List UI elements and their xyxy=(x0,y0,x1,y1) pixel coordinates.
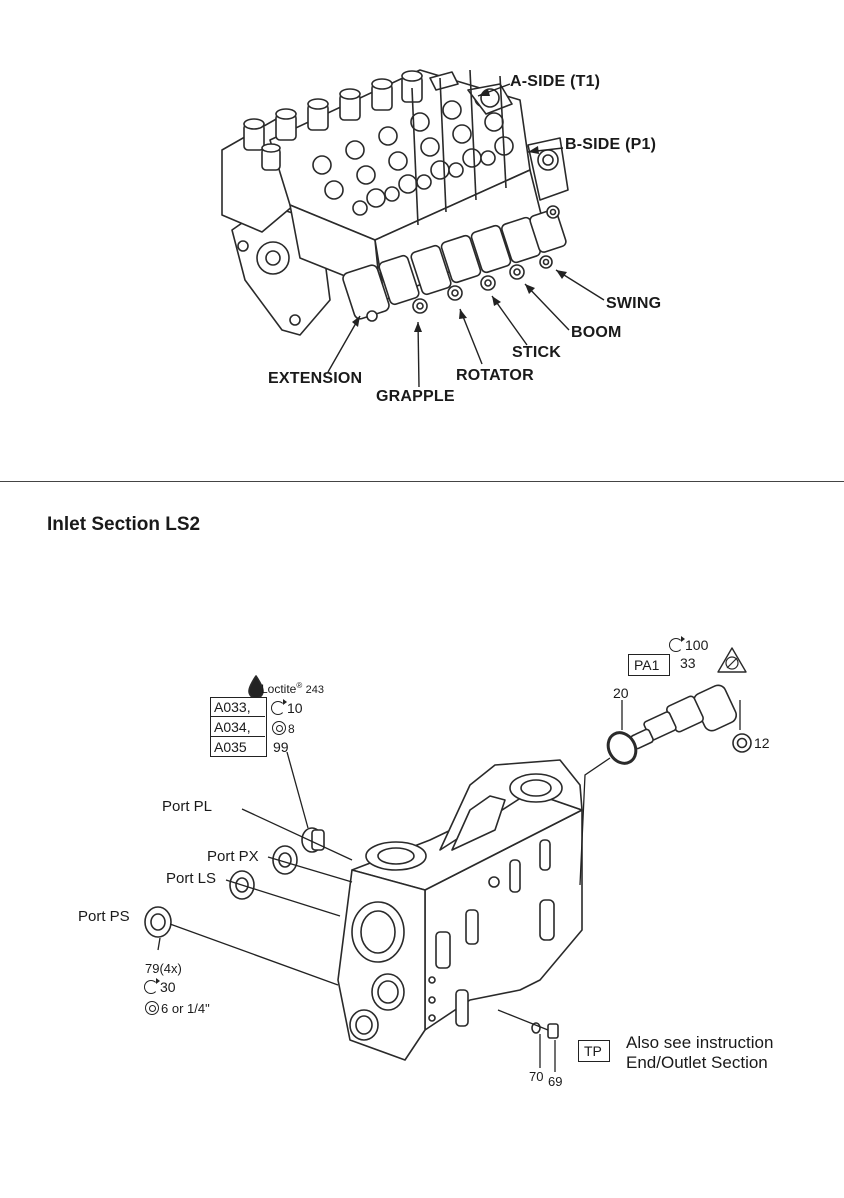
torque-icon xyxy=(144,978,160,994)
ps-torque: 30 xyxy=(144,978,176,994)
code-box-divider xyxy=(210,736,265,737)
port-pl-label: Port PL xyxy=(162,798,213,815)
callout-stick: STICK xyxy=(512,344,561,361)
tp-label: TP xyxy=(584,1043,602,1059)
callout-b-side: B-SIDE (P1) xyxy=(565,136,657,153)
code-part-number: 99 xyxy=(273,739,289,755)
section-divider xyxy=(0,481,844,482)
seal-ring-icon xyxy=(145,1001,159,1015)
port-px-label: Port PX xyxy=(207,848,259,865)
code-item: A033, xyxy=(214,699,251,715)
code-torque: 10 xyxy=(271,699,303,715)
tp-part-number: 70 xyxy=(529,1069,544,1084)
port-ps-label: Port PS xyxy=(78,908,130,925)
pa1-box xyxy=(628,654,670,676)
pa1-torque: 100 xyxy=(669,636,708,652)
note-line-1: Also see instruction xyxy=(626,1033,774,1052)
torque-icon xyxy=(669,636,685,652)
code-item: A034, xyxy=(214,719,251,735)
callout-extension: EXTENSION xyxy=(268,370,363,387)
loctite-label: Loctite® 243 xyxy=(261,681,324,696)
oring-part-number: 20 xyxy=(613,685,629,701)
valve-assembly-illustration xyxy=(221,69,605,388)
note-line-2: End/Outlet Section xyxy=(626,1053,768,1072)
code-box xyxy=(210,697,267,757)
code-item: A035 xyxy=(214,739,247,755)
tp-part-number: 69 xyxy=(548,1074,563,1089)
callout-a-side: A-SIDE (T1) xyxy=(510,73,601,90)
torque-icon xyxy=(271,699,287,715)
seal-12-number: 12 xyxy=(754,735,770,751)
code-seal: 8 xyxy=(272,721,295,735)
callout-grapple: GRAPPLE xyxy=(376,388,455,405)
ps-part-number: 79(4x) xyxy=(145,961,182,976)
pa1-label: PA1 xyxy=(634,657,660,673)
section-title: Inlet Section LS2 xyxy=(47,514,201,535)
ps-seal: 6 or 1/4" xyxy=(145,1001,210,1015)
seal-ring-icon xyxy=(272,721,286,735)
inlet-section-illustration xyxy=(144,647,752,1072)
callout-boom: BOOM xyxy=(571,324,622,341)
callout-rotator: ROTATOR xyxy=(456,367,534,384)
pa1-part-number: 33 xyxy=(680,655,696,671)
code-box-divider xyxy=(210,716,265,717)
tp-box xyxy=(578,1040,610,1062)
port-ls-label: Port LS xyxy=(166,870,217,887)
callout-swing: SWING xyxy=(606,295,662,312)
